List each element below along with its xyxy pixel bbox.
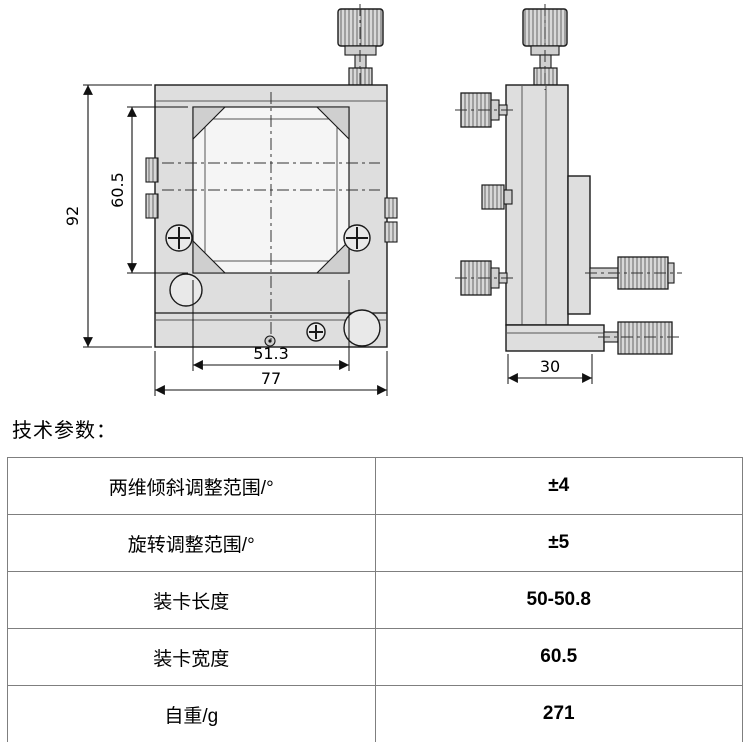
spec-value: 60.5 <box>374 628 743 686</box>
dim-window-width: 51.3 <box>253 344 289 363</box>
adjust-knob-icon <box>481 184 513 210</box>
spec-table: 两维倾斜调整范围/° ±4 旋转调整范围/° ±5 装卡长度 50-50.8 装… <box>7 457 743 742</box>
spec-value: ±4 <box>374 457 743 515</box>
dimensions-front: 92 60.5 51.3 77 <box>63 84 388 396</box>
spec-label: 旋转调整范围/° <box>7 514 376 572</box>
side-body <box>505 84 569 326</box>
section-title: 技术参数： <box>12 420 117 442</box>
technical-drawing: 92 60.5 51.3 77 <box>63 4 682 396</box>
clamp-screws-icon <box>145 157 398 243</box>
phillips-screw-icon <box>165 224 371 252</box>
spec-value: 271 <box>374 685 743 742</box>
dim-overall-width: 77 <box>261 369 281 388</box>
spec-label: 装卡宽度 <box>7 628 376 686</box>
side-view <box>455 4 682 355</box>
drawing-svg: 92 60.5 51.3 77 <box>63 4 682 396</box>
spec-label: 装卡长度 <box>7 571 376 629</box>
front-view <box>145 4 398 348</box>
dim-overall-height: 92 <box>63 206 82 226</box>
side-base <box>505 324 605 352</box>
table-row: 装卡宽度 60.5 <box>7 628 743 686</box>
dimensions-side: 30 <box>507 354 593 384</box>
front-base <box>155 273 387 347</box>
spec-value: 50-50.8 <box>374 571 743 629</box>
table-row: 旋转调整范围/° ±5 <box>7 514 743 572</box>
spec-value: ±5 <box>374 514 743 572</box>
spec-label: 两维倾斜调整范围/° <box>7 457 376 515</box>
table-row: 自重/g 271 <box>7 685 743 742</box>
dim-window-height: 60.5 <box>108 172 127 208</box>
table-row: 装卡长度 50-50.8 <box>7 571 743 629</box>
table-row: 两维倾斜调整范围/° ±4 <box>7 457 743 515</box>
micrometer-right-bottom-icon <box>603 321 673 355</box>
spec-label: 自重/g <box>7 685 376 742</box>
side-plate <box>567 175 591 315</box>
dim-side-width: 30 <box>540 357 560 376</box>
